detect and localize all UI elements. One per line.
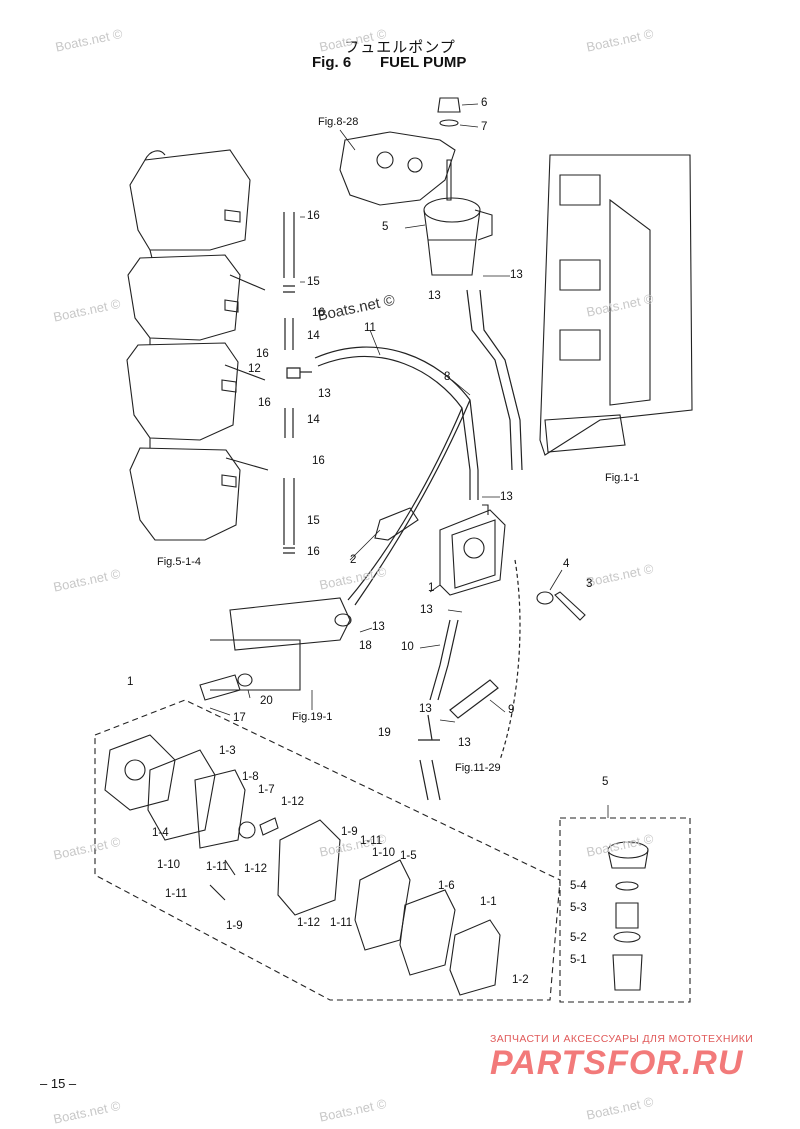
exploded-label: 1-9 bbox=[341, 826, 358, 838]
part-label-16: 16 bbox=[256, 348, 269, 360]
part-label-13: 13 bbox=[420, 604, 433, 616]
exploded-view-frame bbox=[94, 699, 561, 1001]
page-number: – 15 – bbox=[40, 1076, 77, 1091]
part-label-8: 8 bbox=[444, 371, 451, 383]
exploded-label: 1-12 bbox=[281, 796, 305, 808]
exploded-label: 1-12 bbox=[297, 917, 321, 929]
part-label-2: 2 bbox=[350, 554, 357, 566]
exploded-label: 1-2 bbox=[512, 974, 529, 986]
part-label-16: 16 bbox=[307, 210, 320, 222]
part-label-3: 3 bbox=[586, 578, 593, 590]
part-label-15: 15 bbox=[307, 276, 320, 288]
part-label-5: 5 bbox=[602, 776, 609, 788]
part-label-13: 13 bbox=[458, 737, 471, 749]
part-label-16: 16 bbox=[312, 307, 325, 319]
filter-label: 5-2 bbox=[570, 932, 587, 944]
exploded-label: 1-11 bbox=[330, 917, 353, 929]
part-label-13: 13 bbox=[510, 269, 523, 281]
part-label-14: 14 bbox=[307, 414, 320, 426]
lower-hoses bbox=[418, 559, 521, 801]
exploded-label: 1-5 bbox=[400, 850, 417, 862]
part-label-13: 13 bbox=[419, 703, 432, 715]
leader-lines bbox=[209, 103, 609, 818]
crankcase bbox=[539, 154, 693, 456]
part-label-15: 15 bbox=[307, 515, 320, 527]
part-label-11: 11 bbox=[364, 322, 376, 334]
exploded-label: 1-10 bbox=[157, 859, 181, 871]
part-label-18: 18 bbox=[359, 640, 372, 652]
vent-hoses bbox=[283, 212, 312, 554]
part-label-13: 13 bbox=[372, 621, 385, 633]
exploded-label: 1-11 bbox=[165, 888, 188, 900]
bolt bbox=[536, 591, 586, 621]
part-label-6: 6 bbox=[481, 97, 488, 109]
part-label-12: 12 bbox=[248, 363, 261, 375]
ref-fig-8-28: Fig.8-28 bbox=[318, 116, 359, 128]
ref-fig-1-1: Fig.1-1 bbox=[605, 472, 640, 484]
part-label-17: 17 bbox=[233, 712, 246, 724]
part-label-1: 1 bbox=[428, 582, 435, 594]
partsfor-caption: ЗАПЧАСТИ И АКСЕССУАРЫ ДЛЯ МОТОТЕХНИКИ bbox=[490, 1033, 754, 1045]
figure-number: Fig. 6 bbox=[312, 54, 352, 71]
exploded-label: 1-11 bbox=[206, 861, 229, 873]
part-label-16: 16 bbox=[312, 455, 325, 467]
part-label-14: 14 bbox=[307, 330, 320, 342]
exploded-label: 1-4 bbox=[152, 827, 169, 839]
exploded-label: 1-7 bbox=[258, 784, 275, 796]
part-label-13: 13 bbox=[318, 388, 331, 400]
exploded-label: 1-6 bbox=[438, 880, 455, 892]
filter-detail bbox=[607, 841, 649, 991]
ref-fig-11-29: Fig.11-29 bbox=[455, 762, 501, 774]
fuel-hoses bbox=[314, 289, 523, 606]
filter-label: 5-4 bbox=[570, 880, 587, 892]
exploded-parts bbox=[104, 734, 501, 996]
gasket bbox=[374, 507, 419, 541]
ref-fig-19-1: Fig.19-1 bbox=[292, 711, 333, 723]
part-label-1: 1 bbox=[127, 676, 134, 688]
filter-label: 5-3 bbox=[570, 902, 587, 914]
part-label-13: 13 bbox=[500, 491, 513, 503]
fuel-pump bbox=[439, 504, 506, 596]
exploded-label: 1-11 bbox=[360, 835, 383, 847]
title-japanese: フュエルポンプ bbox=[344, 38, 456, 56]
exploded-label: 1-3 bbox=[219, 745, 236, 757]
part-label-19: 19 bbox=[378, 727, 391, 739]
part-label-16: 16 bbox=[258, 397, 271, 409]
figure-title: FUEL PUMP bbox=[380, 54, 467, 71]
exploded-label: 1-9 bbox=[226, 920, 243, 932]
part-label-7: 7 bbox=[481, 121, 488, 133]
mount-bracket bbox=[339, 131, 456, 206]
lower-casing bbox=[199, 597, 352, 701]
part-label-9: 9 bbox=[508, 704, 515, 716]
part-label-20: 20 bbox=[260, 695, 273, 707]
exploded-label: 1-10 bbox=[372, 847, 396, 859]
part-label-5: 5 bbox=[382, 221, 389, 233]
part-label-4: 4 bbox=[563, 558, 570, 570]
ref-fig-5-1-4: Fig.5-1-4 bbox=[157, 556, 202, 568]
exploded-label: 1-8 bbox=[242, 771, 259, 783]
part-label-10: 10 bbox=[401, 641, 414, 653]
filter-detail-frame bbox=[559, 817, 691, 1003]
filter-label: 5-1 bbox=[570, 954, 587, 966]
partsfor-logo[interactable]: PARTSFOR.RU bbox=[490, 1044, 744, 1082]
fuel-filter bbox=[423, 97, 493, 276]
part-label-16: 16 bbox=[307, 546, 320, 558]
part-label-13: 13 bbox=[428, 290, 441, 302]
exploded-label: 1-12 bbox=[244, 863, 268, 875]
cylinder-block bbox=[126, 149, 269, 541]
exploded-label: 1-1 bbox=[480, 896, 497, 908]
